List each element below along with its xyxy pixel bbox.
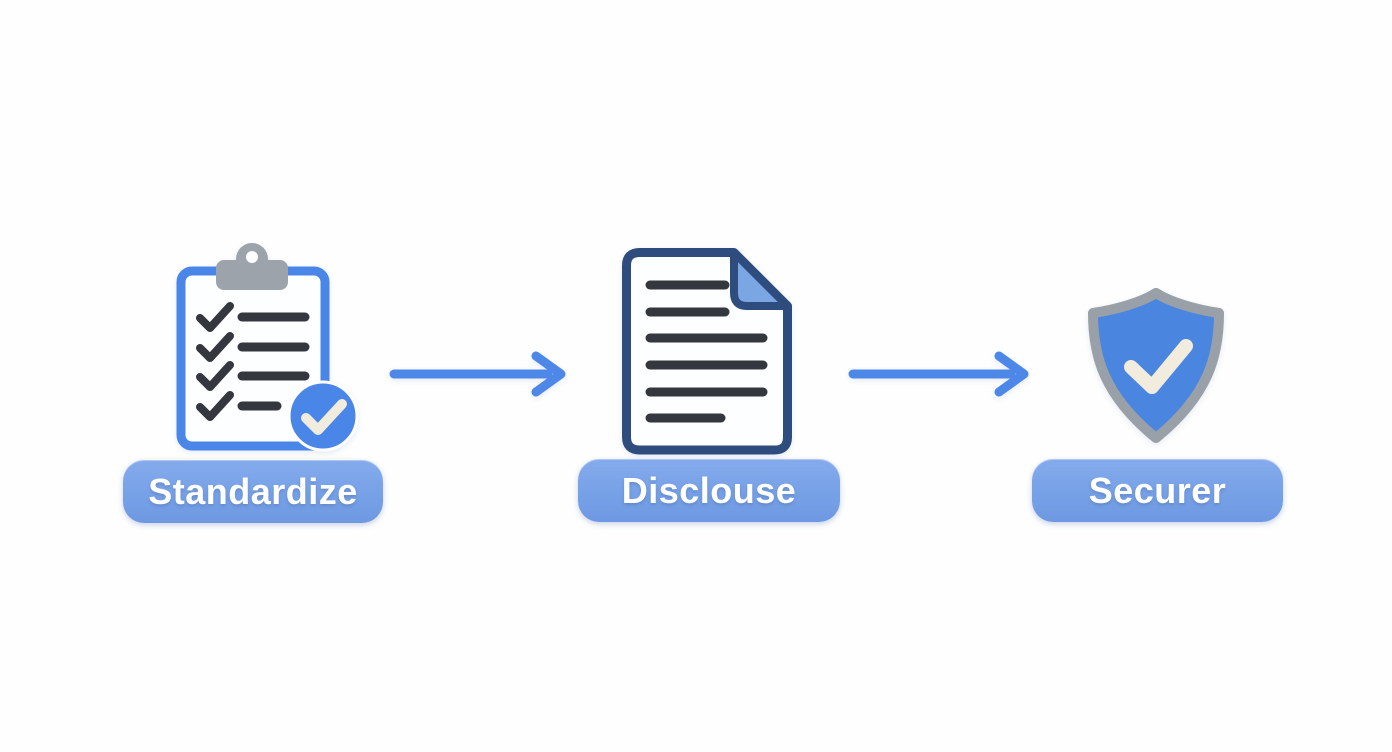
step-label-text: Standardize bbox=[148, 470, 358, 512]
flow-arrow-right-icon bbox=[389, 351, 566, 397]
folded-corner bbox=[730, 248, 792, 310]
check-badge-icon bbox=[287, 380, 359, 452]
step-label-text: Securer bbox=[1088, 469, 1227, 511]
document-lines-icon bbox=[622, 248, 792, 455]
clipboard-checklist-icon bbox=[176, 243, 359, 452]
step-label-disclouse: Disclouse bbox=[578, 459, 840, 522]
shield-check-icon bbox=[1088, 288, 1224, 443]
step-label-securer: Securer bbox=[1032, 459, 1283, 522]
step-label-text: Disclouse bbox=[621, 469, 797, 511]
flow-arrow-right-icon bbox=[848, 351, 1029, 397]
step-label-standardize: Standardize bbox=[123, 460, 383, 523]
